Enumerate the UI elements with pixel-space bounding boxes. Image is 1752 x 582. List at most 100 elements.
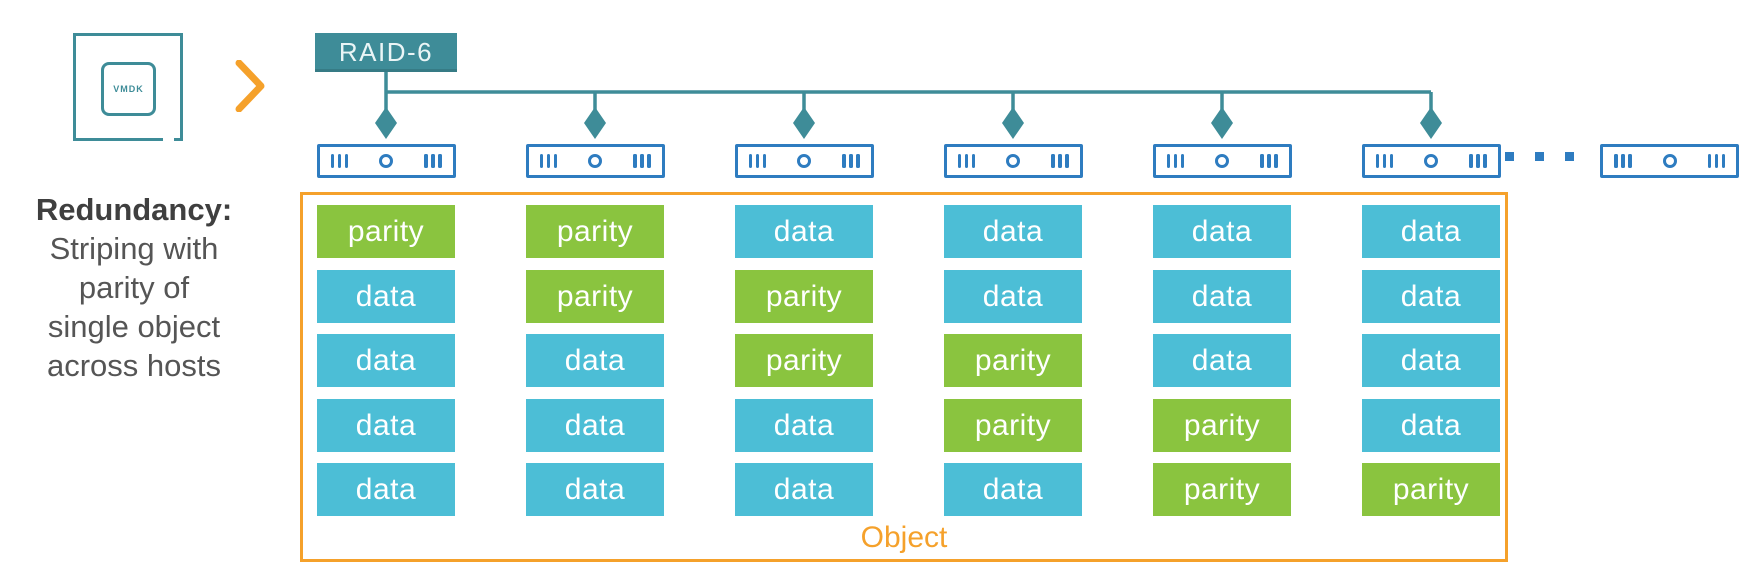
redundancy-line: across hosts <box>46 348 221 383</box>
drive-bar <box>1274 154 1278 168</box>
stripe-column: parity parity data data data <box>526 205 664 516</box>
vmdk-border-notch <box>163 137 174 142</box>
data-block: data <box>526 398 664 452</box>
power-ring-icon <box>1424 154 1438 168</box>
ellipsis-dots <box>1505 152 1574 161</box>
data-block: data <box>1153 205 1291 258</box>
drive-bar <box>330 154 334 168</box>
drive-bar <box>424 154 428 168</box>
data-block: data <box>1362 269 1500 323</box>
drive-bar <box>1469 154 1473 168</box>
drive-bar <box>1260 154 1264 168</box>
drive-bar <box>762 154 766 168</box>
ellipsis-dot-icon <box>1505 152 1514 161</box>
drive-bar <box>1628 154 1632 168</box>
parity-block: parity <box>1153 398 1291 452</box>
data-block: data <box>1362 398 1500 452</box>
ellipsis-dot-icon <box>1535 152 1544 161</box>
host-server-icon <box>1600 144 1739 178</box>
drive-bars-icon <box>539 154 557 168</box>
drive-bars-icon <box>1375 154 1393 168</box>
drive-bar <box>1180 154 1184 168</box>
drive-bar <box>1483 154 1487 168</box>
data-block: data <box>317 398 455 452</box>
stripe-column: data data data parity parity <box>1153 205 1291 516</box>
diamond-connector-icon <box>1211 107 1233 139</box>
power-ring-icon <box>588 154 602 168</box>
data-block: data <box>735 463 873 516</box>
drive-bars-icon <box>1051 154 1069 168</box>
data-block: data <box>317 269 455 323</box>
drive-bar <box>957 154 961 168</box>
host-server-icon <box>943 144 1083 178</box>
drive-bar <box>431 154 435 168</box>
drive-bar <box>337 154 341 168</box>
drive-bar <box>1714 154 1718 168</box>
drive-bar <box>344 154 348 168</box>
drive-bars-icon <box>957 154 975 168</box>
drive-bars-icon <box>1614 154 1632 168</box>
drive-bar <box>1051 154 1055 168</box>
drive-bar <box>748 154 752 168</box>
drive-bars-icon <box>424 154 442 168</box>
drive-bar <box>964 154 968 168</box>
diamond-connector-icon <box>375 107 397 139</box>
drive-bar <box>1058 154 1062 168</box>
parity-block: parity <box>526 269 664 323</box>
drive-bar <box>1166 154 1170 168</box>
parity-block: parity <box>735 334 873 387</box>
drive-bar <box>633 154 637 168</box>
raid-level-label: RAID-6 <box>315 33 457 72</box>
parity-block: parity <box>526 205 664 258</box>
power-ring-icon <box>1006 154 1020 168</box>
data-block: data <box>1153 269 1291 323</box>
parity-block: parity <box>1153 463 1291 516</box>
diamond-connector-icon <box>584 107 606 139</box>
drive-bar <box>647 154 651 168</box>
data-block: data <box>735 398 873 452</box>
drive-bar <box>1267 154 1271 168</box>
chevron-right-icon <box>235 60 265 112</box>
vmdk-label: VMDK <box>113 84 144 94</box>
drive-bar <box>1065 154 1069 168</box>
data-block: data <box>526 334 664 387</box>
drive-bar <box>849 154 853 168</box>
drive-bars-icon <box>1260 154 1278 168</box>
redundancy-line: parity of <box>78 270 190 305</box>
vmdk-inner-badge: VMDK <box>101 62 156 116</box>
drive-bar <box>755 154 759 168</box>
drive-bar <box>1476 154 1480 168</box>
drive-bars-icon <box>633 154 651 168</box>
parity-block: parity <box>1362 463 1500 516</box>
diamond-connector-icon <box>793 107 815 139</box>
data-block: data <box>944 205 1082 258</box>
drive-bar <box>546 154 550 168</box>
drive-bar <box>1389 154 1393 168</box>
vmdk-disk-icon: VMDK <box>73 33 183 142</box>
drive-bar <box>1614 154 1618 168</box>
parity-block: parity <box>944 398 1082 452</box>
drive-bar <box>1375 154 1379 168</box>
host-server-icon <box>734 144 874 178</box>
diamond-connector-icon <box>1420 107 1442 139</box>
drive-bar <box>1173 154 1177 168</box>
drive-bars-icon <box>1166 154 1184 168</box>
diamond-connector-icon <box>1002 107 1024 139</box>
host-server-icon <box>316 144 456 178</box>
drive-bar <box>553 154 557 168</box>
data-block: data <box>1153 334 1291 387</box>
drive-bars-icon <box>748 154 766 168</box>
redundancy-line: single object <box>47 309 221 344</box>
drive-bar <box>438 154 442 168</box>
drive-bar <box>971 154 975 168</box>
drive-bars-icon <box>842 154 860 168</box>
drive-bar <box>640 154 644 168</box>
drive-bar <box>842 154 846 168</box>
data-block: data <box>944 269 1082 323</box>
power-ring-icon <box>1662 154 1677 168</box>
ellipsis-dot-icon <box>1565 152 1574 161</box>
drive-bars-icon <box>1469 154 1487 168</box>
data-block: data <box>526 463 664 516</box>
